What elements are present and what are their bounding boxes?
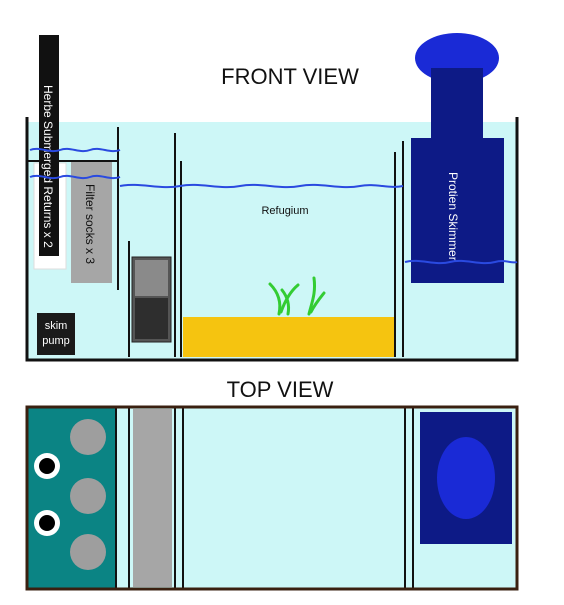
- top-skimmer-cap: [437, 437, 495, 519]
- skimmer-neck: [431, 68, 483, 141]
- green-plant-icon: [268, 276, 326, 316]
- top-filter-strip: [133, 409, 172, 587]
- water-surface: [29, 147, 518, 265]
- skimmer-body: [411, 138, 504, 283]
- filter-socks: [71, 162, 112, 283]
- skimmer-label: Protien Skimmer: [446, 172, 460, 261]
- filter-socks-label: Filter socks x 3: [83, 184, 97, 264]
- filter-sock-circle-3: [70, 534, 106, 570]
- returns-pipe: [39, 35, 59, 256]
- returns-label: Herbe Submerged Returns x 2: [41, 85, 55, 248]
- skim-pump: [37, 313, 75, 355]
- skim-pump-label-1: skim: [45, 320, 68, 332]
- return-nozzle-icon: [34, 510, 60, 536]
- refugium-label: Refugium: [261, 205, 308, 217]
- filter-sock-circle-1: [70, 419, 106, 455]
- top-tank-outline: [25, 405, 519, 591]
- front-view-title: FRONT VIEW: [221, 64, 359, 89]
- filter-cartridge-top: [135, 260, 168, 296]
- top-view: TOP VIEW: [25, 377, 519, 591]
- filter-sock-circle-2: [70, 478, 106, 514]
- return-nozzle-icon: [34, 453, 60, 479]
- top-view-title: TOP VIEW: [227, 377, 334, 402]
- filter-cartridge-bottom: [135, 298, 168, 339]
- sand-bed: [183, 317, 394, 357]
- front-view: FRONT VIEW Filter socks x 3 Herbe Submer…: [25, 33, 519, 362]
- skim-pump-label-2: pump: [42, 335, 70, 347]
- tank-outline: [25, 117, 519, 362]
